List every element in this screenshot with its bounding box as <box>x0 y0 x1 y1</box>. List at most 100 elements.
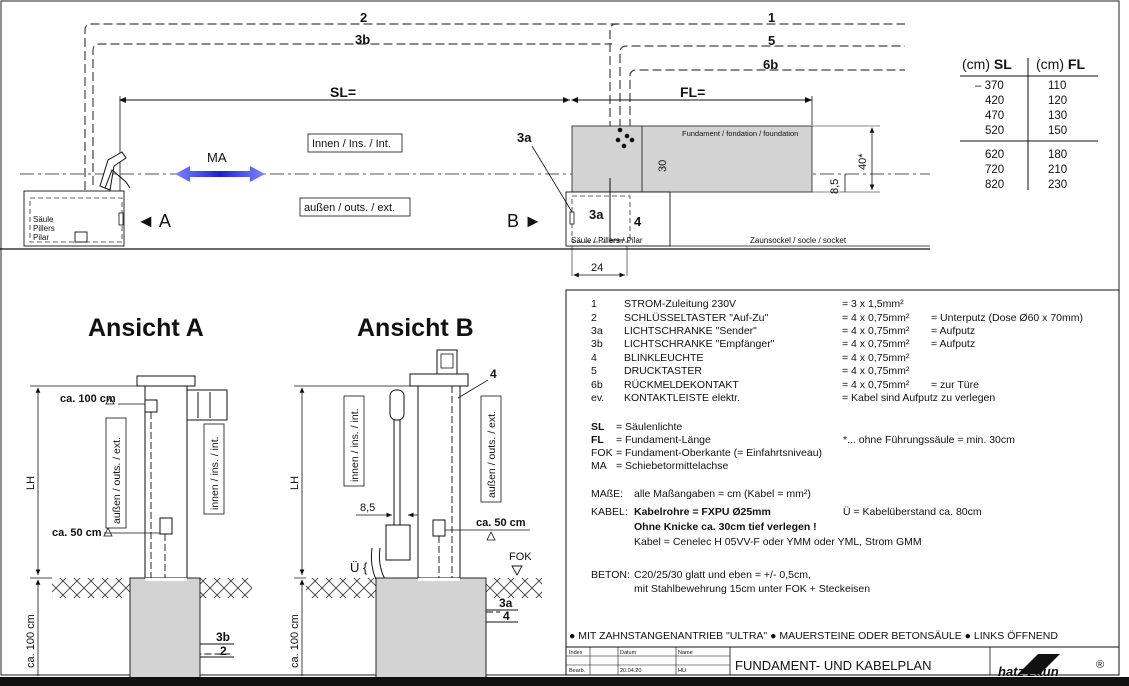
legend-note: = Unterputz (Dose Ø60 x 70mm) <box>931 312 1083 324</box>
sl-cell: 720 <box>985 164 1004 176</box>
view-a-ca100: ca. 100 cm <box>60 393 116 405</box>
abbr-note: *... ohne Führungssäule = min. 30cm <box>843 434 1015 446</box>
plan-view: 2 3b 1 5 6b SL= FL= MA Innen / Ins. / In… <box>0 10 930 278</box>
view-b-label-4: 4 <box>503 609 510 623</box>
size-table: (cm) SL (cm) FL – 370 110 420 120 470 13… <box>960 56 1098 191</box>
cable-label-1: 1 <box>768 10 775 25</box>
photocell-receiver-3b <box>118 212 124 226</box>
sl-cell: – 370 <box>975 80 1004 92</box>
view-a-level-marker-icon <box>105 396 115 405</box>
view-b-label-4-top: 4 <box>490 367 497 381</box>
view-b-fok-marker-icon <box>511 565 523 576</box>
pillar-left-text-1: Säule <box>33 215 54 224</box>
photocell-sender-3a <box>569 211 575 225</box>
legend-name: SCHLÜSSELTASTER "Auf-Zu" <box>624 312 768 324</box>
legend-spec: = 4 x 0,75mm² <box>842 312 910 324</box>
view-a-inside-box <box>203 423 225 515</box>
legend-note: = Aufputz <box>931 325 975 337</box>
view-b-pillar-cap <box>409 373 469 387</box>
bottom-strip <box>0 677 1129 686</box>
legend-panel: 1 STROM-Zuleitung 230V = 3 x 1,5mm² 2 SC… <box>565 289 1120 648</box>
view-b-d85: 8,5 <box>360 502 375 514</box>
view-b-lh: LH <box>289 476 301 490</box>
tb-date: 20.04.20 <box>620 668 641 674</box>
view-b-inside-box <box>343 395 365 487</box>
logo-text: hatz Zaun <box>998 664 1059 679</box>
fl-label: FL= <box>680 84 705 100</box>
legend-spec: = 4 x 0,75mm² <box>842 338 910 350</box>
view-a-outside: außen / outs. / ext. <box>111 437 123 524</box>
legend-frame <box>565 289 1120 648</box>
view-a-marker: ◄ A <box>137 211 171 231</box>
fl-cell: 130 <box>1048 110 1067 122</box>
legend-spec: = Kabel sind Aufputz zu verlegen <box>842 392 995 404</box>
ma-label: MA <box>207 150 227 165</box>
view-a-label-2: 2 <box>220 644 227 658</box>
view-b-level-marker-icon <box>486 531 496 541</box>
abbr-key: MA <box>591 460 607 472</box>
view-b-ca50: ca. 50 cm <box>476 517 526 529</box>
view-a: Ansicht A LH ca. 100 cm ca. 50 cm außen … <box>25 314 252 679</box>
legend-name: KONTAKTLEISTE elektr. <box>624 392 740 404</box>
label-4: 4 <box>634 214 642 229</box>
fl-cell: 180 <box>1048 149 1067 161</box>
view-a-foundation <box>129 577 201 679</box>
pillar-left-text-3: Pilar <box>33 233 49 242</box>
beton-label: BETON: <box>591 569 630 581</box>
cable-entry-points <box>615 127 635 149</box>
legend-spec: = 4 x 0,75mm² <box>842 365 910 377</box>
legend-name: RÜCKMELDEKONTAKT <box>624 379 739 391</box>
cable-line-6b <box>629 69 905 128</box>
sl-cell: 470 <box>985 110 1004 122</box>
sl-cell: 620 <box>985 149 1004 161</box>
label-3a-top: 3a <box>517 130 532 145</box>
guide-roller-arm <box>104 169 131 189</box>
dim-24-label: 24 <box>591 262 603 274</box>
view-a-pillar-cap <box>136 375 196 387</box>
beton-line-1: C20/25/30 glatt und eben = +/- 0,5cm, <box>634 569 811 581</box>
tb-title: FUNDAMENT- UND KABELPLAN <box>735 658 931 673</box>
view-a-inside: innen / ins. / int. <box>209 436 221 510</box>
pillar-left-text-2: Pillers <box>33 224 55 233</box>
view-b-motor-icon <box>385 524 411 561</box>
cable-label-5: 5 <box>768 33 775 48</box>
abbr-text: = Säulenlichte <box>616 421 682 433</box>
tb-name: HU <box>678 668 686 674</box>
tb-datum-label: Datum <box>620 650 637 656</box>
legend-name: BLINKLEUCHTE <box>624 352 703 364</box>
registered-mark: ® <box>1096 659 1104 671</box>
view-b-inside: innen / ins. / int. <box>349 408 361 482</box>
legend-spec: = 4 x 0,75mm² <box>842 379 910 391</box>
cable-line-5 <box>619 45 905 128</box>
legend-key: 4 <box>591 352 597 364</box>
tb-index-label: Index <box>569 650 583 656</box>
inside-label: Innen / Ins. / Int. <box>312 138 391 150</box>
legend-key: 2 <box>591 312 597 324</box>
label-3a-box: 3a <box>589 207 604 222</box>
view-b: Ansicht B LH innen / ins. / int. außen /… <box>289 314 542 679</box>
outside-label: außen / outs. / ext. <box>304 202 395 214</box>
fl-cell: 210 <box>1048 164 1067 176</box>
abbr-text: = Fundament-Länge <box>616 434 711 446</box>
cable-line-3b <box>92 43 612 185</box>
pillar-right-text: Säule / Pillers / Pilar <box>571 236 643 245</box>
view-b-label-3a: 3a <box>499 596 513 610</box>
cable-label-3b: 3b <box>355 32 370 47</box>
zaunsockel-label: Zaunsockel / socle / socket <box>750 236 847 245</box>
footer-note: ● MIT ZAHNSTANGENANTRIEB "ULTRA" ● MAUER… <box>569 630 1058 642</box>
kabel-line-1: Kabelrohre = FXPU Ø25mm <box>634 506 771 518</box>
view-a-title: Ansicht A <box>88 314 204 342</box>
legend-name: LICHTSCHRANKE "Empfänger" <box>624 338 775 350</box>
view-a-label-3b: 3b <box>216 630 230 644</box>
view-b-outside: außen / outs. / ext. <box>486 411 498 498</box>
kabel-line-2: Ohne Knicke ca. 30cm tief verlegen ! <box>634 521 817 533</box>
view-a-pillar <box>144 385 188 579</box>
outside-label-box <box>299 197 411 217</box>
title-block: Index Datum Name Bearb. 20.04.20 HU FUND… <box>565 646 1120 679</box>
view-b-outside-box <box>480 395 502 503</box>
beton-line-2: mit Stahlbewehrung 15cm unter FOK + Stec… <box>634 583 870 595</box>
pillar-left-outline <box>23 190 125 247</box>
kabel-note: Ü = Kabelüberstand ca. 80cm <box>843 506 982 518</box>
view-a-photocell-icon <box>159 517 173 535</box>
view-b-fok: FOK <box>509 551 532 563</box>
